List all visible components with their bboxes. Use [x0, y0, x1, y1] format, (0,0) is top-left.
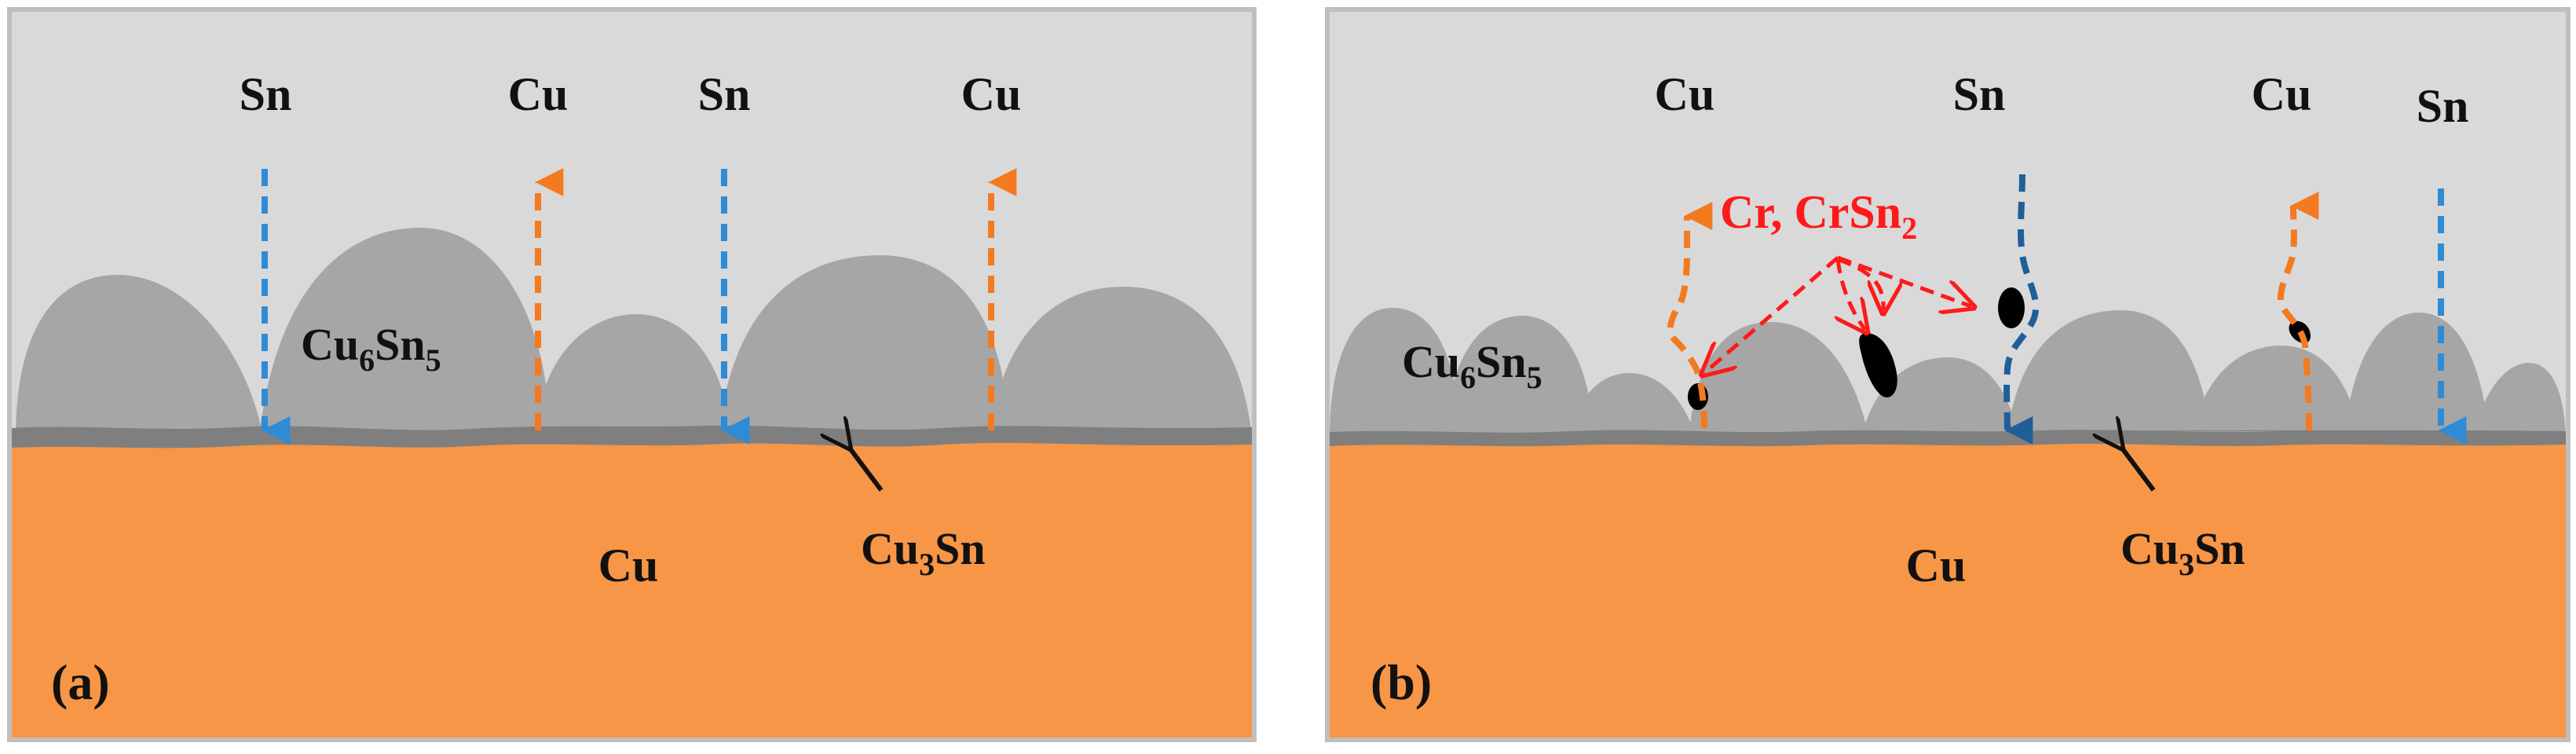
- label-substrate-cu: Cu: [1906, 540, 1967, 591]
- panel-a: Sn Cu Sn Cu Cu6Sn5 Cu Cu3Sn (a): [7, 7, 1257, 742]
- cr-pointer-arrow: [1704, 256, 1839, 373]
- grain: [990, 287, 1252, 437]
- cu-diffusion-arrow: [2277, 191, 2319, 431]
- cu3sn-pointer-arrow: [848, 446, 884, 492]
- label-top-cu: Cu: [1655, 68, 1715, 120]
- panel-a-cu6sn5-grains: [16, 228, 1252, 437]
- label-cu3sn: Cu3Sn: [861, 523, 986, 582]
- label-cr-crsn2: Cr, CrSn2: [1720, 186, 1917, 246]
- panel-a-tag: (a): [51, 654, 110, 710]
- cr-pointer-arrows: [1704, 255, 1971, 373]
- grain: [259, 228, 550, 437]
- label-top-sn: Sn: [240, 68, 292, 120]
- cr-particle: [1859, 333, 1897, 397]
- grain: [1861, 357, 2018, 438]
- label-top-sn: Sn: [698, 68, 751, 120]
- panel-b: Cu Sn Cu Sn Cr, CrSn2 Cu6Sn5 Cu Cu3Sn (b…: [1325, 7, 2571, 742]
- grain: [2474, 363, 2566, 438]
- label-cu6sn5: Cu6Sn5: [301, 319, 441, 378]
- label-top-cu: Cu: [961, 68, 1022, 120]
- grain: [2191, 346, 2360, 438]
- label-cu3sn: Cu3Sn: [2120, 523, 2245, 582]
- panel-a-cu3sn-layer: [12, 425, 1252, 448]
- cr-pointer-arrow: [1837, 255, 1971, 306]
- grain: [1571, 373, 1696, 438]
- label-top-sn: Sn: [2417, 80, 2469, 132]
- label-top-cu: Cu: [2252, 68, 2312, 120]
- label-cu6sn5: Cu6Sn5: [1402, 336, 1542, 395]
- sn-diffusion-arrow: [2003, 174, 2040, 445]
- cu3sn-pointer-arrow: [2120, 446, 2156, 492]
- cr-particle: [1998, 287, 2025, 328]
- label-top-sn: Sn: [1953, 68, 2006, 120]
- panel-b-copper-substrate: [1330, 438, 2566, 738]
- grain: [2344, 313, 2490, 438]
- panel-b-cu3sn-layer: [1330, 430, 2566, 447]
- label-substrate-cu: Cu: [598, 540, 659, 591]
- panel-a-copper-substrate: [12, 437, 1252, 738]
- panel-b-cu6sn5-grains: [1330, 307, 2566, 438]
- grain: [2007, 310, 2211, 438]
- grain: [16, 275, 263, 437]
- cr-pointer-arrow: [1838, 258, 1865, 330]
- grain: [719, 255, 1009, 437]
- cu-diffusion-arrow: [1667, 201, 1713, 429]
- panel-b-tag: (b): [1370, 654, 1432, 710]
- label-top-cu: Cu: [508, 68, 569, 120]
- grain: [1445, 315, 1594, 438]
- grain: [534, 314, 730, 437]
- grain: [1330, 307, 1461, 438]
